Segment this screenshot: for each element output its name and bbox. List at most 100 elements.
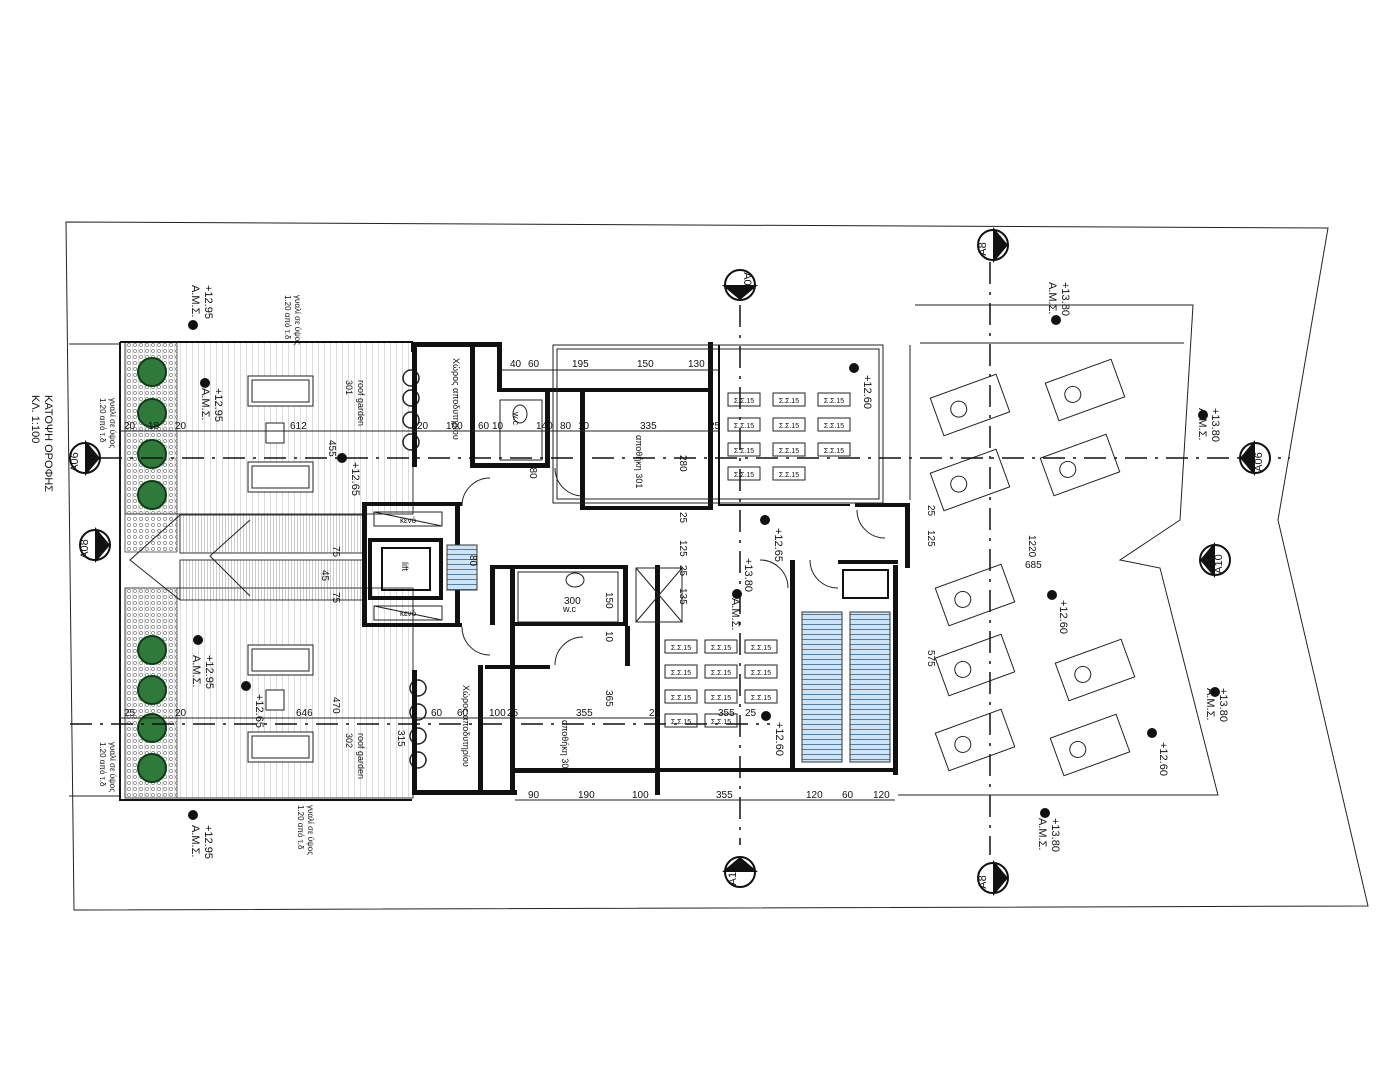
svg-text:+12.60: +12.60 — [1157, 742, 1169, 776]
svg-text:+13.80: +13.80 — [742, 558, 754, 592]
svg-text:10: 10 — [603, 631, 614, 643]
stair-left-upper — [179, 514, 366, 554]
svg-text:180: 180 — [527, 462, 538, 479]
svg-text:Α.Μ.Σ.: Α.Μ.Σ. — [190, 655, 202, 687]
svg-text:Σ.Σ.15: Σ.Σ.15 — [734, 398, 754, 405]
svg-text:A8: A8 — [977, 242, 989, 255]
svg-text:Α.Μ.Σ.: Α.Μ.Σ. — [1046, 282, 1058, 314]
svg-text:1.20 από τ.δ: 1.20 από τ.δ — [283, 295, 292, 340]
shaft-cross — [635, 567, 683, 623]
svg-text:Σ.Σ.15: Σ.Σ.15 — [711, 670, 731, 677]
svg-text:25: 25 — [677, 565, 688, 577]
section-marker-a06-right: A06 — [1239, 440, 1271, 476]
toilet-icon — [512, 404, 528, 424]
svg-text:18: 18 — [148, 421, 160, 432]
svg-text:195: 195 — [572, 359, 589, 370]
svg-text:Σ.Σ.15: Σ.Σ.15 — [671, 695, 691, 702]
svg-text:100: 100 — [632, 790, 649, 801]
svg-text:+12.65: +12.65 — [349, 462, 361, 496]
svg-text:Α.Μ.Σ.: Α.Μ.Σ. — [729, 598, 741, 630]
svg-text:60: 60 — [842, 790, 854, 801]
lift-shaft — [381, 547, 431, 591]
tree-icon — [137, 480, 167, 510]
svg-text:646: 646 — [296, 708, 313, 719]
svg-text:+12.95: +12.95 — [212, 388, 224, 422]
svg-text:1.20 από τ.δ: 1.20 από τ.δ — [98, 398, 107, 443]
svg-text:20: 20 — [175, 421, 187, 432]
svg-text:355: 355 — [718, 708, 735, 719]
svg-text:125: 125 — [925, 530, 936, 547]
svg-text:Σ.Σ.15: Σ.Σ.15 — [824, 423, 844, 430]
svg-text:κενό: κενό — [400, 609, 417, 618]
solar-units: Σ.Σ.15 Σ.Σ.15 Σ.Σ.15 Σ.Σ.15 Σ.Σ.15 Σ.Σ.1… — [664, 392, 851, 728]
svg-text:100: 100 — [446, 421, 463, 432]
svg-text:25: 25 — [925, 505, 936, 517]
svg-text:140: 140 — [536, 421, 553, 432]
dimension-bottom: 90 190 100 355 120 60 120 — [515, 790, 895, 801]
svg-text:A10: A10 — [1213, 554, 1225, 574]
svg-text:Χώρος αποδυτηρίου: Χώρος αποδυτηρίου — [451, 358, 461, 440]
drawing-scale: ΚΛ. 1:100 — [29, 395, 41, 443]
section-marker-a09: A09 — [722, 269, 758, 301]
svg-text:1220: 1220 — [1026, 535, 1037, 558]
svg-text:Σ.Σ.15: Σ.Σ.15 — [711, 695, 731, 702]
plot-boundary — [65, 221, 1369, 911]
svg-text:190: 190 — [578, 790, 595, 801]
svg-text:335: 335 — [640, 421, 657, 432]
svg-text:300: 300 — [564, 596, 581, 607]
svg-text:60: 60 — [478, 421, 490, 432]
room-labels: roof garden 301 roof garden 302 αποθήκη … — [344, 358, 644, 779]
svg-text:120: 120 — [806, 790, 823, 801]
svg-text:25: 25 — [649, 708, 661, 719]
svg-text:Σ.Σ.15: Σ.Σ.15 — [751, 695, 771, 702]
svg-text:+12.95: +12.95 — [202, 825, 214, 859]
svg-text:w.c: w.c — [562, 604, 577, 614]
svg-text:Σ.Σ.15: Σ.Σ.15 — [671, 670, 691, 677]
tree-icon — [137, 439, 167, 469]
svg-text:315: 315 — [395, 730, 406, 747]
svg-text:Α.Μ.Σ.: Α.Μ.Σ. — [1196, 408, 1208, 440]
svg-text:Σ.Σ.15: Σ.Σ.15 — [734, 472, 754, 479]
section-marker-a11: A11 — [722, 856, 758, 888]
svg-text:Σ.Σ.15: Σ.Σ.15 — [779, 398, 799, 405]
svg-text:Σ.Σ.15: Σ.Σ.15 — [779, 448, 799, 455]
svg-text:Α.Μ.Σ.: Α.Μ.Σ. — [1036, 818, 1048, 850]
svg-text:10: 10 — [492, 421, 504, 432]
svg-text:1.20 από τ.δ: 1.20 από τ.δ — [98, 742, 107, 787]
svg-text:20: 20 — [175, 708, 187, 719]
svg-text:575: 575 — [925, 650, 936, 667]
svg-text:Σ.Σ.15: Σ.Σ.15 — [734, 448, 754, 455]
section-marker-a8-bottom: A8 — [977, 860, 1009, 896]
svg-text:+12.95: +12.95 — [202, 285, 214, 319]
toilet-icon — [565, 572, 585, 588]
svg-text:Σ.Σ.15: Σ.Σ.15 — [751, 670, 771, 677]
svg-text:lift: lift — [400, 562, 410, 571]
solar-collectors-right — [929, 358, 1136, 777]
svg-text:Σ.Σ.15: Σ.Σ.15 — [711, 645, 731, 652]
svg-text:γυαλί σε ύψος: γυαλί σε ύψος — [108, 398, 117, 448]
svg-text:κενό: κενό — [400, 516, 417, 525]
svg-text:Σ.Σ.15: Σ.Σ.15 — [779, 423, 799, 430]
terrace-outline — [898, 304, 1219, 796]
svg-text:Σ.Σ.15: Σ.Σ.15 — [824, 398, 844, 405]
tree-icon — [137, 753, 167, 783]
svg-text:+12.60: +12.60 — [861, 375, 873, 409]
svg-text:60: 60 — [457, 708, 469, 719]
svg-text:w.c: w.c — [511, 411, 521, 426]
section-marker-a08: A08 — [79, 527, 111, 563]
svg-text:301: 301 — [344, 380, 354, 395]
svg-text:αποθήκη 301: αποθήκη 301 — [634, 435, 644, 488]
dimension-row1: 20 18 20 612 455 20 100 60 10 140 80 10 … — [120, 421, 721, 457]
svg-text:roof garden: roof garden — [356, 733, 366, 779]
svg-text:25: 25 — [745, 708, 757, 719]
svg-text:20: 20 — [124, 421, 136, 432]
svg-text:60: 60 — [528, 359, 540, 370]
svg-text:120: 120 — [873, 790, 890, 801]
svg-text:75: 75 — [330, 592, 341, 604]
svg-text:470: 470 — [330, 697, 341, 714]
svg-text:+12.65: +12.65 — [253, 694, 265, 728]
svg-text:+12.60: +12.60 — [773, 722, 785, 756]
svg-text:γυαλί σε ύψος: γυαλί σε ύψος — [306, 805, 315, 855]
svg-text:A09: A09 — [741, 272, 753, 292]
